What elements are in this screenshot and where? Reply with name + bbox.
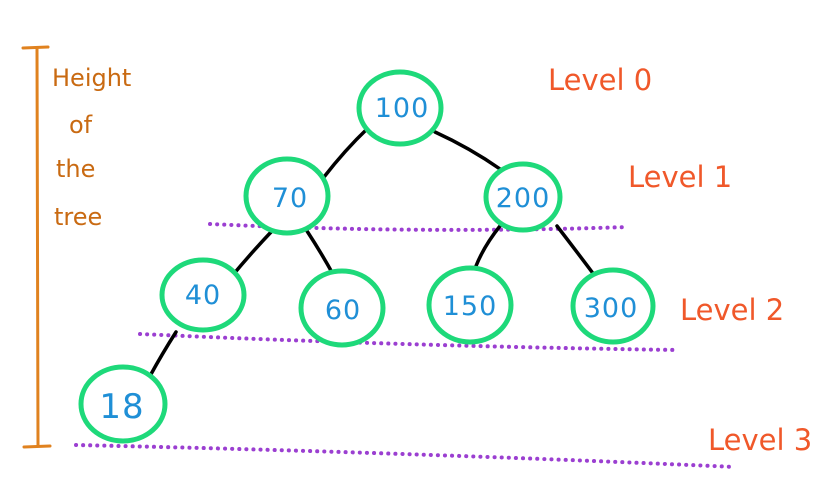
level-0-label: Level 0: [548, 63, 652, 97]
level-1-label: Level 1: [628, 160, 732, 194]
node-200-circle: [483, 161, 563, 233]
level-separator-3: [74, 443, 737, 469]
node-300-circle: [570, 267, 656, 345]
node-labels: 100 70 200 40 60 150 300 18: [99, 93, 639, 427]
edge-100-70: [322, 127, 369, 179]
height-label-line-3: the: [56, 155, 95, 183]
level-3-label: Level 3: [708, 423, 812, 457]
node-200-label: 200: [496, 183, 551, 214]
tree-nodes: [78, 69, 656, 444]
node-18-circle: [78, 364, 168, 444]
edge-70-60: [305, 229, 336, 278]
node-100-circle: [356, 69, 444, 147]
level-separators: [74, 222, 737, 469]
node-40-circle: [159, 257, 247, 333]
height-label: Height of the tree: [52, 64, 131, 231]
node-40-label: 40: [185, 280, 221, 311]
level-labels: Level 0 Level 1 Level 2 Level 3: [548, 63, 812, 457]
node-18-label: 18: [99, 387, 144, 427]
level-2-label: Level 2: [680, 293, 784, 327]
edge-200-150: [474, 224, 502, 268]
node-150-label: 150: [443, 291, 498, 322]
node-60-circle: [298, 268, 386, 348]
height-bar: [21, 45, 52, 449]
height-label-line-4: tree: [54, 203, 102, 231]
node-100-label: 100: [375, 93, 430, 124]
node-60-label: 60: [325, 295, 361, 326]
height-bar-top-cap: [21, 45, 50, 50]
level-separator-2: [138, 332, 680, 352]
height-bar-vertical: [35, 46, 40, 448]
node-70-label: 70: [272, 183, 308, 214]
height-bar-bottom-cap: [22, 444, 52, 449]
node-150-circle: [426, 265, 514, 345]
edge-40-18: [148, 330, 178, 378]
edge-70-40: [230, 229, 274, 278]
height-label-line-2: of: [69, 111, 93, 139]
node-70-circle: [243, 156, 331, 236]
node-300-label: 300: [584, 293, 639, 324]
height-label-line-1: Height: [52, 64, 131, 92]
edge-100-200: [433, 130, 502, 171]
edge-200-300: [555, 224, 597, 278]
